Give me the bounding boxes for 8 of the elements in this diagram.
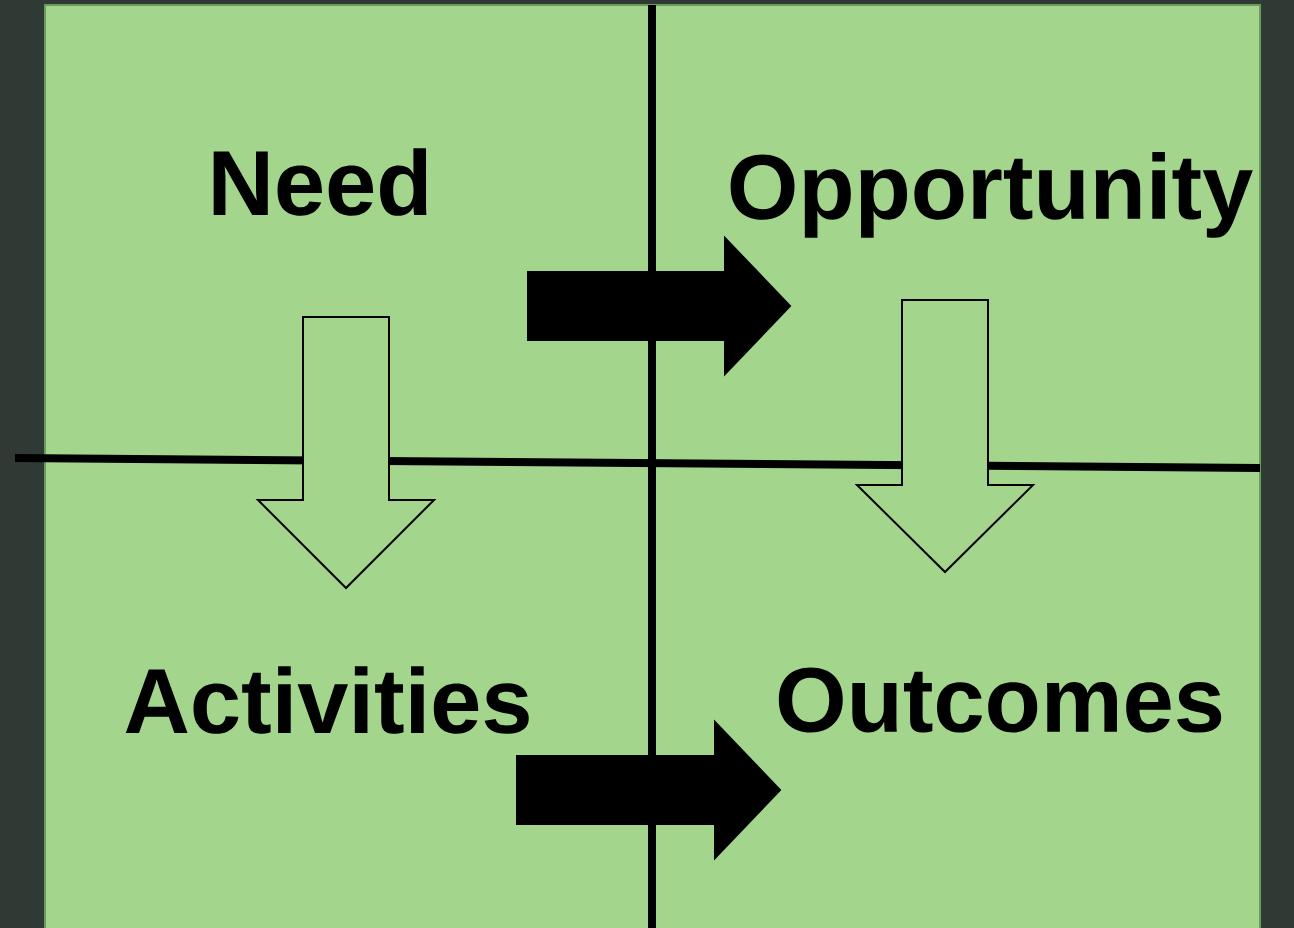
quadrant-label: Need	[213, 148, 427, 216]
block-arrow	[516, 719, 782, 861]
block-arrow	[854, 299, 1036, 574]
quadrant-label: Activities	[125, 666, 529, 734]
quadrant-label: Outcomes	[778, 667, 1222, 733]
quadrant-label: Opportunity	[730, 152, 1253, 238]
block-arrow	[527, 235, 792, 377]
block-arrow	[255, 316, 437, 590]
